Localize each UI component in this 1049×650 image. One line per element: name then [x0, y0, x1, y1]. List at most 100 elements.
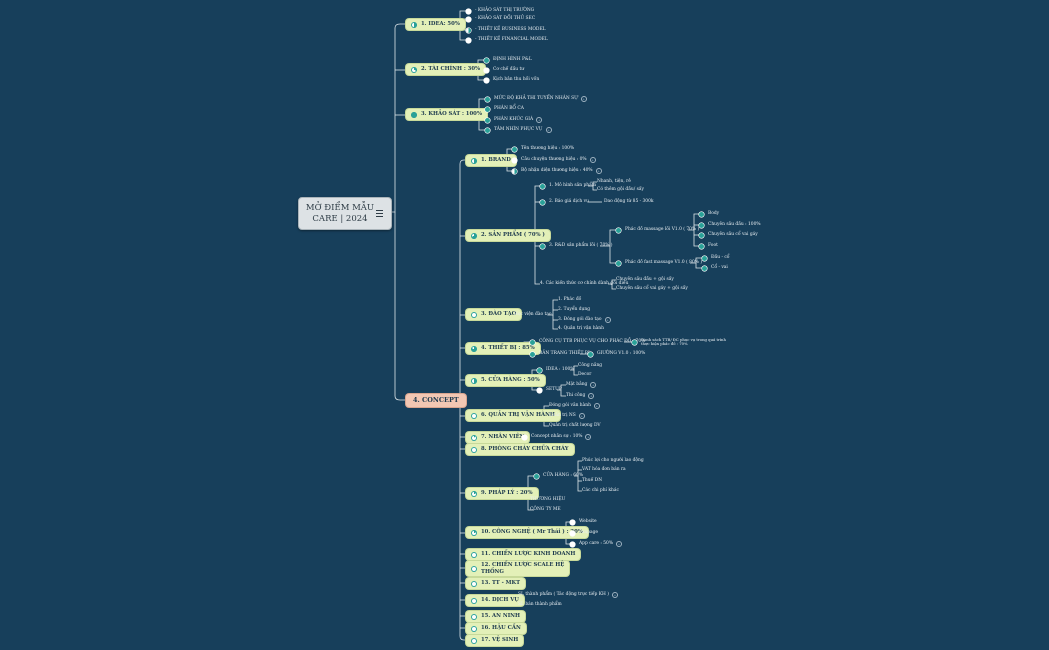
leaf[interactable]: Chuyên sâu cổ vai gáy [699, 231, 758, 239]
topic-concept[interactable]: 4. CONCEPT [406, 394, 466, 407]
leaf[interactable]: Nhanh, tiện, rẻ [597, 178, 631, 186]
leaf[interactable]: Thi công+ [566, 392, 595, 400]
leaf[interactable]: 2. Tuyển dụng [558, 306, 590, 314]
comment-icon[interactable]: + [578, 413, 585, 419]
comment-icon[interactable]: + [580, 96, 587, 102]
leaf[interactable]: Phác đồ fast massage V1.0 ( 80% ) [616, 259, 702, 267]
leaf[interactable]: Decor [578, 371, 591, 379]
root-topic[interactable]: MỞ ĐIỂM MẪU CARE | 2024 [298, 197, 392, 230]
leaf[interactable]: SL thành phẩm ( Tác động trực tiếp KH )+ [518, 591, 618, 599]
leaf[interactable]: Danh sách TTB/ ĐC phục vụ trong quá trìn… [632, 338, 729, 346]
leaf[interactable]: Chuyên sâu đầu : 100% [699, 221, 761, 229]
comment-icon[interactable]: + [593, 403, 600, 409]
leaf[interactable]: Có thêm gội đầu/ sấy [597, 186, 644, 194]
comment-icon[interactable]: + [536, 117, 543, 123]
comment-icon[interactable]: + [604, 317, 611, 323]
leaf[interactable]: Chuyên sâu cổ vai gáy + gội sấy [616, 285, 688, 293]
leaf-label: Tên thương hiệu : 100% [521, 145, 575, 151]
leaf[interactable]: 3. Đóng gói đào tạo+ [558, 316, 611, 324]
comment-icon[interactable]: + [585, 434, 592, 440]
leaf[interactable]: THƯƠNG HIỆU [530, 496, 565, 504]
leaf[interactable]: Cổ - vai [702, 264, 728, 272]
leaf[interactable]: 4. Quản trị vận hành [558, 325, 604, 333]
leaf[interactable]: TÂM NHÌN PHỤC VỤ+ [485, 126, 552, 134]
leaf[interactable]: CÔNG TY ME [530, 506, 561, 514]
topic-idea[interactable]: 1. IDEA: 50% [406, 19, 465, 30]
topic-thiet-bi[interactable]: 4. THIẾT BỊ : 85% [466, 343, 540, 354]
topic-san-pham[interactable]: 2. SẢN PHẨM ( 70% ) [466, 230, 550, 241]
leaf[interactable]: Website [570, 518, 597, 526]
leaf[interactable]: Phúc lợi cho người lao động [582, 457, 644, 465]
leaf[interactable]: Học viện đào tạo [514, 311, 552, 319]
comment-icon[interactable]: + [616, 541, 622, 547]
leaf[interactable]: Các chi phí khác [582, 487, 619, 495]
leaf[interactable]: CÔNG CỤ TTB PHỤC VỤ CHO PHÁC ĐỒ : 70% [530, 338, 645, 346]
leaf[interactable]: - THIẾT KẾ BUSINESS MODEL [466, 26, 546, 34]
leaf[interactable]: PHÂN KHÚC GIÁ+ [485, 116, 543, 124]
topic-brand[interactable]: 1. BRAND [466, 155, 516, 166]
topic-chien-luoc[interactable]: 11. CHIẾN LƯỢC KINH DOANH [466, 549, 581, 560]
topic-tt-mkt[interactable]: 13. TT - MKT [466, 578, 526, 589]
comment-icon[interactable]: + [595, 168, 602, 174]
topic-dich-vu[interactable]: 14. DỊCH VỤ [466, 595, 524, 606]
leaf[interactable]: App care : 50%+ [570, 540, 622, 548]
comment-icon[interactable]: + [545, 127, 552, 133]
topic-an-ninh[interactable]: 15. AN NINH [466, 611, 526, 622]
leaf[interactable]: Dao động từ 85 - 300k [604, 198, 654, 206]
leaf[interactable]: - THIẾT KẾ FINANCIAL MODEL [466, 36, 548, 44]
leaf[interactable]: 4. Các kiến thức cơ chính dành gói điều [540, 280, 628, 288]
leaf[interactable]: SETUP [537, 386, 562, 394]
leaf[interactable]: Phác đồ massage lõi V1.0 ( 70% ) [616, 226, 699, 234]
leaf[interactable]: Mặt bằng+ [566, 381, 597, 389]
leaf[interactable]: VAT hóa đơn bán ra [582, 466, 626, 474]
leaf[interactable]: BẢN TRANG THIẾT BỊ [530, 350, 590, 358]
leaf[interactable]: Cơ chế đầu tư [484, 66, 524, 74]
leaf[interactable]: PHÂN BỔ CA [485, 105, 524, 113]
topic-ve-sinh[interactable]: 17. VỆ SINH [466, 635, 524, 646]
topic-hau-can[interactable]: 16. HẬU CẦN [466, 623, 526, 634]
leaf[interactable]: IDEA : 100% [537, 366, 574, 374]
leaf[interactable]: Đầu - cổ [702, 254, 729, 262]
leaf[interactable]: Foot [699, 242, 718, 250]
topic-cua-hang[interactable]: 5. CỬA HÀNG : 50% [466, 375, 545, 386]
topic-cong-nghe[interactable]: 10. CÔNG NGHỆ ( Mr Thái ) : 20% [466, 527, 588, 538]
leaf[interactable]: CỬA HÀNG : 60% [534, 472, 583, 480]
comment-icon[interactable]: + [588, 393, 595, 399]
topic-scale[interactable]: 12. CHIẾN LƯỢC SCALE HỆ THỐNG [466, 561, 570, 576]
topic-phap-ly[interactable]: 9. PHÁP LÝ : 20% [466, 488, 538, 499]
menu-icon[interactable] [376, 210, 383, 219]
comment-icon[interactable]: + [589, 157, 596, 163]
leaf[interactable]: Tên thương hiệu : 100% [512, 145, 574, 153]
topic-tai-chinh[interactable]: 2. TÀI CHÍNH : 30% [406, 64, 486, 75]
leaf-label: Chuyên sâu đầu + gội sấy [616, 276, 674, 282]
topic-quan-tri[interactable]: 6. QUẢN TRỊ VẬN HÀNH [466, 410, 560, 421]
leaf[interactable]: Câu chuyện thương hiệu : 0%+ [512, 156, 596, 164]
leaf[interactable]: - KHẢO SÁT THỊ TRƯỜNG [466, 7, 534, 15]
leaf[interactable]: Fanpage [570, 529, 598, 537]
leaf[interactable]: 3. R&D sản phẩm lõi ( 70% ) [540, 242, 613, 250]
leaf[interactable]: Kịch bản thu hồi vốn [484, 76, 539, 84]
topic-nhan-vien[interactable]: 7. NHÂN VIÊN [466, 432, 530, 443]
leaf[interactable]: Concept nhân sự : 10%+ [522, 433, 592, 441]
comment-icon[interactable]: + [611, 592, 618, 598]
topic-pccc[interactable]: 8. PHÒNG CHÁY CHỮA CHÁY [466, 444, 574, 455]
leaf[interactable]: Bộ nhận diện thương hiệu : 40%+ [512, 167, 602, 175]
leaf[interactable]: Quản trị chất lượng DV [549, 422, 601, 430]
leaf[interactable]: Body [699, 210, 719, 218]
leaf[interactable]: - KHẢO SÁT ĐỐI THỦ SEC [466, 15, 535, 23]
leaf[interactable]: Quản trị NS+ [549, 412, 585, 420]
leaf[interactable]: ĐỊNH HÌNH P&L [484, 56, 532, 64]
leaf[interactable]: 2. Báo giá dịch vụ [540, 198, 589, 206]
leaf[interactable]: Thuế DN [582, 477, 602, 485]
leaf[interactable]: Công năng [578, 362, 602, 370]
topic-dao-tao[interactable]: 3. ĐÀO TẠO [466, 309, 522, 320]
leaf[interactable]: Đóng gói văn hành+ [549, 402, 600, 410]
leaf[interactable]: Chuyên sâu đầu + gội sấy [616, 276, 674, 284]
topic-khao-sat[interactable]: 3. KHẢO SÁT : 100% [406, 109, 487, 120]
comment-icon[interactable]: + [590, 382, 597, 388]
leaf[interactable]: 1. Mô hình sản phẩm [540, 182, 596, 190]
leaf[interactable]: GIƯỜNG V1.0 : 100% [588, 350, 645, 358]
leaf[interactable]: SL bán thành phẩm [518, 601, 562, 609]
leaf[interactable]: MỨC ĐỘ KHẢ THI TUYỂN NHÂN SỰ+ [485, 95, 587, 103]
leaf[interactable]: 1. Phác đồ [558, 296, 581, 304]
